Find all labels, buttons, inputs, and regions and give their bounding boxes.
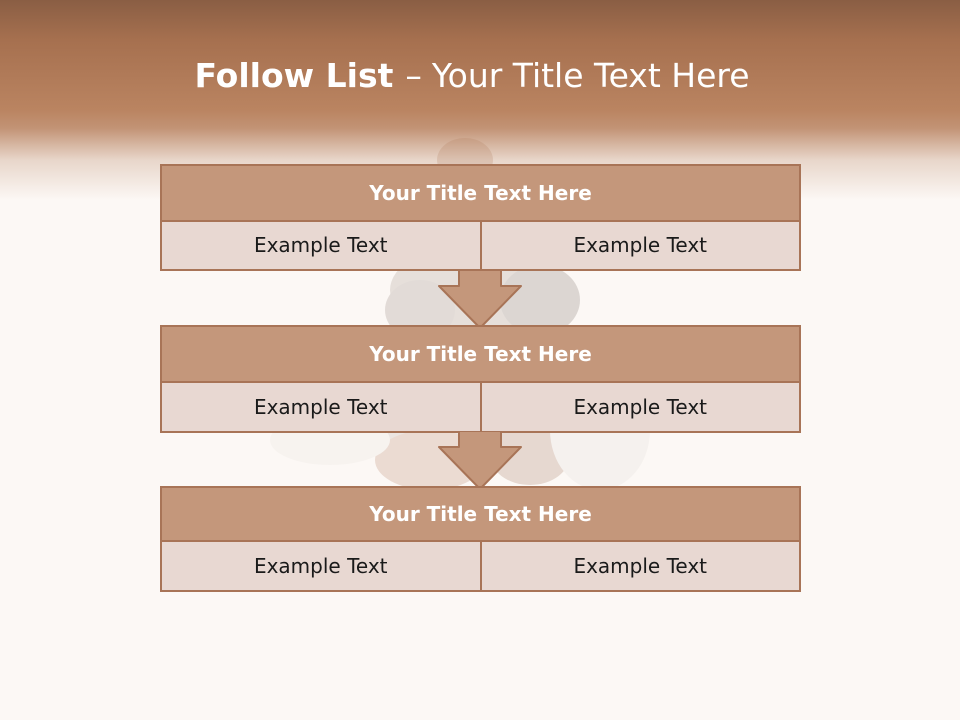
title-rest: Your Title Text Here — [431, 56, 750, 95]
down-arrow-icon — [438, 270, 522, 329]
list-block-2: Your Title Text Here Example Text Exampl… — [160, 325, 801, 433]
block-row: Example Text Example Text — [160, 383, 801, 433]
block-row: Example Text Example Text — [160, 222, 801, 271]
block-cell-right: Example Text — [480, 222, 801, 271]
block-cell-right: Example Text — [480, 383, 801, 433]
block-cell-left: Example Text — [160, 383, 481, 433]
block-cell-left: Example Text — [160, 222, 481, 271]
title-bold: Follow List — [194, 56, 394, 95]
block-title: Your Title Text Here — [160, 486, 801, 542]
slide-title: Follow List–Your Title Text Here — [0, 52, 944, 100]
block-title: Your Title Text Here — [160, 325, 801, 383]
block-cell-left: Example Text — [160, 542, 481, 592]
title-separator: – — [405, 56, 422, 95]
block-row: Example Text Example Text — [160, 542, 801, 592]
block-title: Your Title Text Here — [160, 164, 801, 222]
list-block-1: Your Title Text Here Example Text Exampl… — [160, 164, 801, 271]
block-cell-right: Example Text — [480, 542, 801, 592]
down-arrow-icon — [438, 431, 522, 490]
list-block-3: Your Title Text Here Example Text Exampl… — [160, 486, 801, 592]
